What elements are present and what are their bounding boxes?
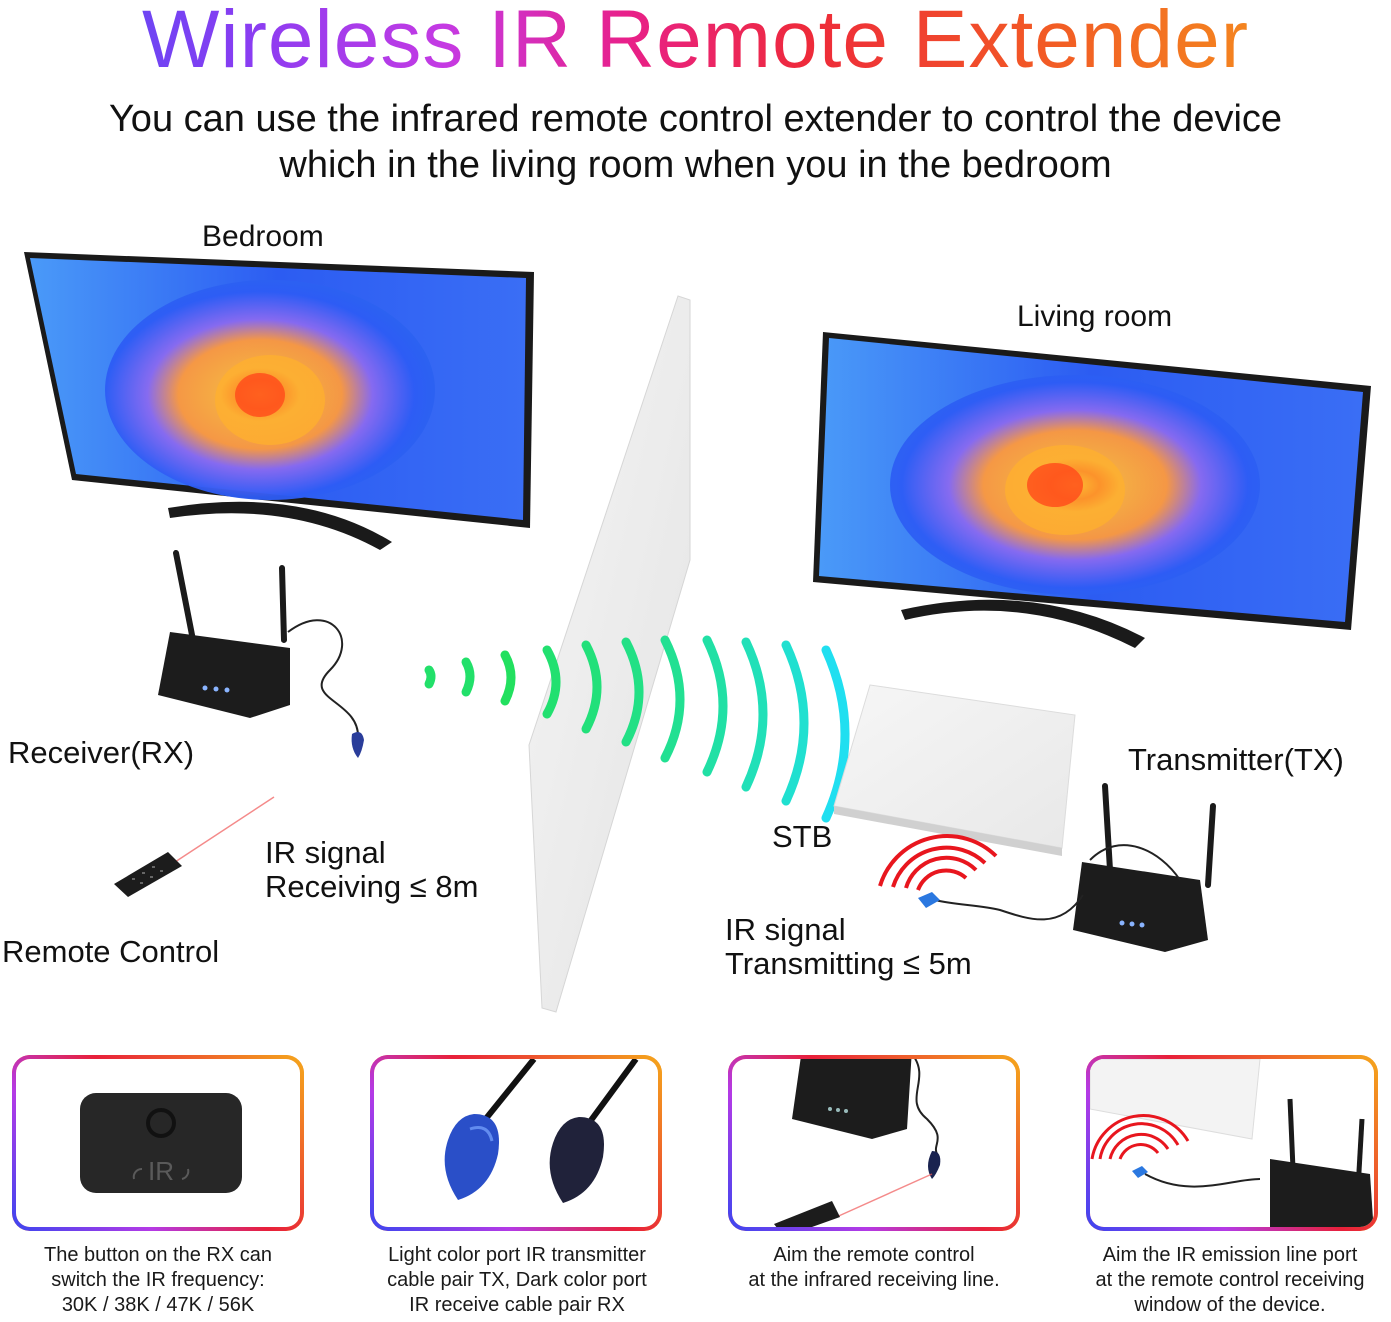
ir-probe-icon xyxy=(918,892,940,908)
living-room-tv-icon xyxy=(805,330,1375,650)
ir-wave-icon xyxy=(878,834,998,891)
ir-receiving-label: IR signal Receiving ≤ 8m xyxy=(265,836,478,904)
bedroom-label: Bedroom xyxy=(202,220,324,253)
feature-card-ir-probes xyxy=(370,1055,662,1231)
stb-icon xyxy=(833,684,1076,856)
remote-control-label: Remote Control xyxy=(2,934,220,969)
page-title: Wireless IR Remote Extender xyxy=(0,0,1391,86)
ir-receiving-line-2: Receiving ≤ 8m xyxy=(265,869,479,904)
feature-caption-ir-button: The button on the RX can switch the IR f… xyxy=(44,1244,272,1316)
feature-card-ir-emitter-aim xyxy=(1086,1055,1378,1231)
ir-button-icon: IR xyxy=(80,1093,242,1193)
rf-wave-icon xyxy=(424,635,850,823)
stb-label: STB xyxy=(772,819,833,854)
page-subtitle: You can use the infrared remote control … xyxy=(0,96,1391,188)
wall-icon xyxy=(528,295,691,1013)
receiver-label: Receiver(RX) xyxy=(8,735,195,770)
remote-aim-icon xyxy=(774,1059,941,1227)
ir-receiving-line-1: IR signal xyxy=(265,835,386,870)
receiver-router-icon xyxy=(158,550,364,758)
ir-probes-icon xyxy=(444,1059,639,1203)
feature-caption-ir-probes: Light color port IR transmitter cable pa… xyxy=(387,1244,647,1316)
ir-transmitting-line-1: IR signal xyxy=(725,912,846,947)
subtitle-line-2: which in the living room when you in the… xyxy=(279,144,1112,186)
bedroom-tv-icon xyxy=(20,250,540,570)
svg-text:IR: IR xyxy=(148,1156,174,1186)
feature-card-remote-aim xyxy=(728,1055,1020,1231)
ir-emitter-aim-icon xyxy=(1090,1059,1374,1227)
remote-icon xyxy=(114,796,275,897)
feature-caption-ir-emitter-aim: Aim the IR emission line port at the rem… xyxy=(1095,1244,1365,1316)
diagram-canvas xyxy=(114,295,1216,1013)
feature-caption-remote-aim: Aim the remote control at the infrared r… xyxy=(748,1244,1000,1291)
transmitter-router-icon xyxy=(934,783,1216,952)
ir-transmitting-label: IR signal Transmitting ≤ 5m xyxy=(725,913,972,981)
feature-card-ir-button: IR xyxy=(12,1055,304,1231)
subtitle-line-1: You can use the infrared remote control … xyxy=(108,98,1283,140)
living-room-label: Living room xyxy=(1017,300,1173,333)
ir-transmitting-line-2: Transmitting ≤ 5m xyxy=(725,946,972,981)
transmitter-label: Transmitter(TX) xyxy=(1128,742,1344,777)
